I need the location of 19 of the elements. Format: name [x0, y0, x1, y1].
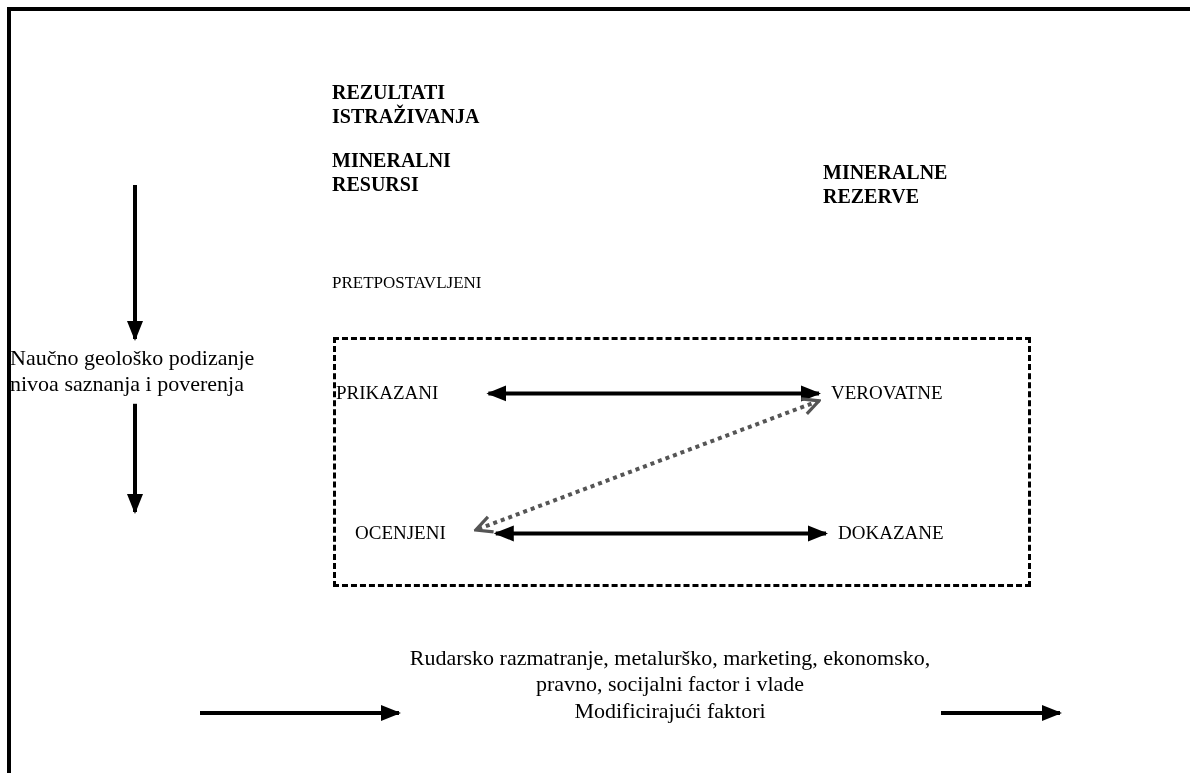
arrow	[127, 185, 143, 341]
heading: MINERALNE REZERVE	[823, 160, 949, 208]
category-label: OCENJENI	[355, 522, 446, 545]
category-label: PRIKAZANI	[336, 382, 439, 405]
arrow	[941, 705, 1062, 721]
caption-text: Modificirajući faktori	[573, 697, 767, 725]
arrow	[200, 705, 401, 721]
category-label: DOKAZANE	[838, 522, 944, 545]
factor-text: Rudarsko razmatranje, metalurško, marketing, ekonomsko, pravno, socijalni factor i vlade	[408, 645, 932, 698]
description-text: Naučno geološko podizanje nivoa saznanja i poverenja	[10, 345, 285, 398]
arrow	[486, 385, 821, 402]
heading: MINERALNI RESURSI	[332, 148, 452, 196]
heading: REZULTATI ISTRAŽIVANJA	[332, 80, 481, 128]
dotted-arrow	[474, 397, 821, 534]
category-label: VEROVATNE	[831, 382, 943, 405]
dashed-frame	[333, 337, 1031, 587]
arrow	[127, 403, 143, 514]
arrow	[493, 525, 828, 542]
category-label: PRETPOSTAVLJENI	[332, 273, 483, 294]
